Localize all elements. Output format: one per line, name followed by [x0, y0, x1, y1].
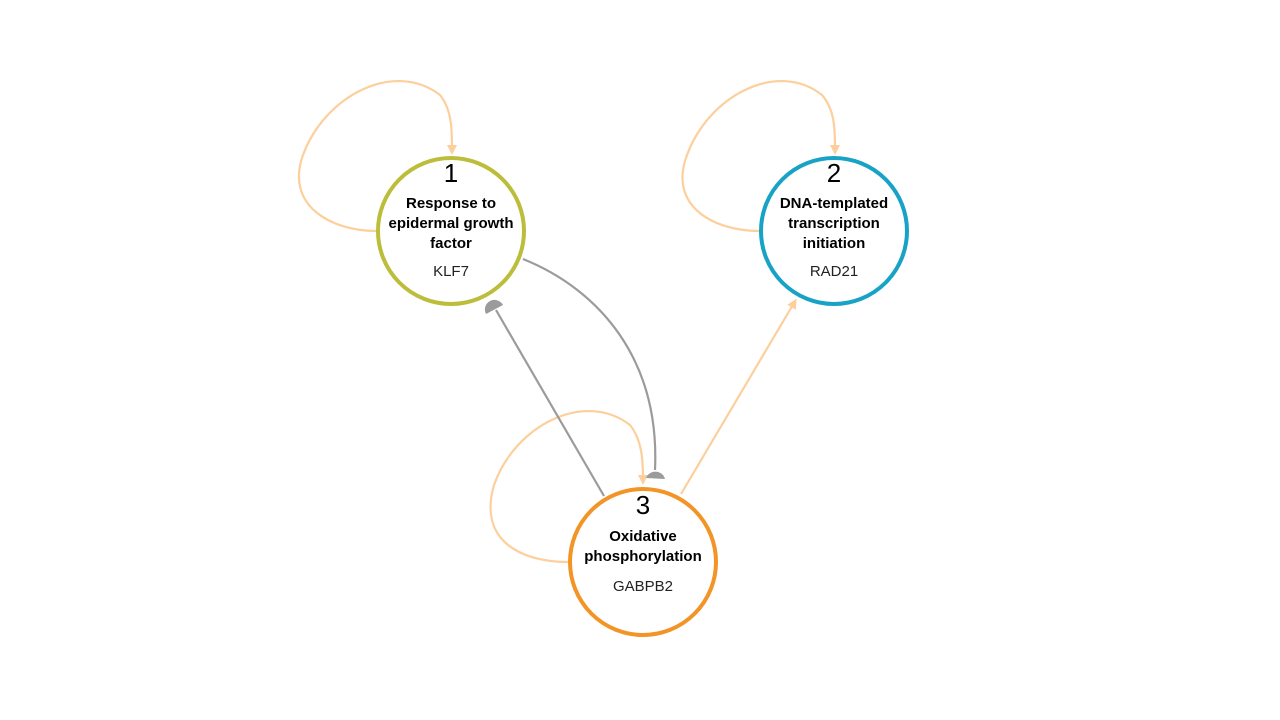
- edge-3-to-2-activation: [680, 298, 797, 495]
- node-2-title-line-3: initiation: [803, 235, 866, 252]
- edge-1-to-3-inhibition-cap: [646, 471, 665, 479]
- node-3-title-line-2: phosphorylation: [584, 548, 702, 565]
- node-1-title-line-3: factor: [430, 235, 472, 252]
- node-1-title-line-2: epidermal growth: [388, 215, 513, 232]
- node-3-circle: [568, 487, 718, 637]
- node-2-title-line-1: DNA-templated: [780, 195, 888, 212]
- node-3-number: 3: [636, 490, 650, 520]
- node-2-title-line-2: transcription: [788, 215, 880, 232]
- node-1-number: 1: [444, 158, 458, 188]
- node-3-title-line-1: Oxidative: [609, 528, 677, 545]
- node-1-title-line-1: Response to: [406, 195, 496, 212]
- edge-3-to-1-inhibition: [495, 309, 605, 497]
- node-3[interactable]: 3 Oxidative phosphorylation GABPB2: [568, 487, 718, 637]
- node-3-gene: GABPB2: [613, 578, 673, 595]
- edge-self-loop-1: [297, 79, 457, 233]
- edge-self-loop-3: [489, 409, 648, 564]
- node-2-gene: RAD21: [810, 263, 858, 280]
- edge-self-loop-2: [681, 79, 840, 233]
- edge-3-to-1-inhibition-cap: [484, 299, 503, 314]
- node-2[interactable]: 2 DNA-templated transcription initiation…: [759, 156, 909, 306]
- node-1[interactable]: 1 Response to epidermal growth factor KL…: [376, 156, 526, 306]
- edges-layer: [297, 79, 840, 564]
- edge-1-to-3-inhibition: [522, 257, 657, 471]
- node-1-circle: [376, 156, 526, 306]
- node-2-circle: [759, 156, 909, 306]
- node-2-number: 2: [827, 158, 841, 188]
- nodes-layer: 1 Response to epidermal growth factor KL…: [376, 156, 909, 637]
- node-1-gene: KLF7: [433, 263, 469, 280]
